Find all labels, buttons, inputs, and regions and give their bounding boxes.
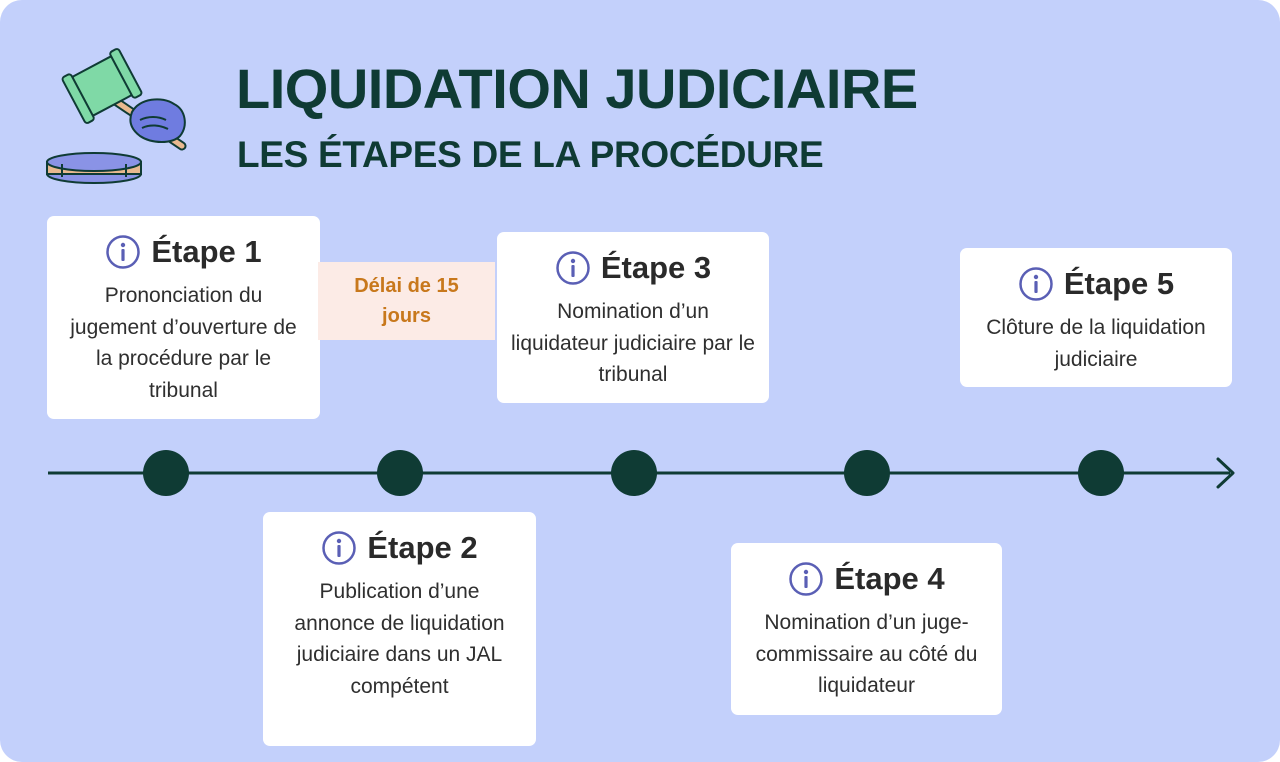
step-description: Publication d’une annonce de liquidation… (294, 580, 505, 698)
step-title: Étape 5 (1063, 266, 1175, 301)
step-title: Étape 4 (834, 561, 945, 596)
info-icon (322, 531, 357, 565)
timeline-dot-5 (1078, 450, 1124, 496)
info-icon (789, 562, 824, 596)
step-description: Prononciation du jugement d’ouverture de… (70, 284, 297, 402)
info-icon (556, 251, 590, 285)
timeline-dot-2 (377, 450, 423, 496)
page-title: LIQUIDATION JUDICIAIRE (236, 57, 918, 120)
page-subtitle: LES ÉTAPES DE LA PROCÉDURE (237, 134, 824, 175)
info-icon (1019, 267, 1053, 301)
timeline-dot-1 (143, 450, 189, 496)
step-title: Étape 1 (151, 234, 262, 269)
delay-label: Délai de 15 jours (354, 275, 459, 327)
info-icon (106, 235, 141, 269)
step-card-5: Étape 5 Clôture de la liquidation judici… (960, 248, 1232, 387)
step-card-2: Étape 2 Publication d’une annonce de liq… (263, 512, 536, 746)
delay-badge: Délai de 15 jours (318, 262, 495, 340)
gavel-icon (46, 48, 187, 184)
step-description: Nomination d’un juge-commissaire au côté… (755, 611, 978, 697)
step-title: Étape 2 (367, 530, 478, 565)
step-description: Nomination d’un liquidateur judiciaire p… (511, 300, 755, 386)
step-card-4: Étape 4 Nomination d’un juge-commissaire… (731, 543, 1002, 715)
timeline-dot-3 (611, 450, 657, 496)
step-title: Étape 3 (600, 250, 712, 285)
step-description: Clôture de la liquidation judiciaire (986, 316, 1206, 371)
timeline-arrow-icon (1216, 457, 1235, 489)
timeline-dot-4 (844, 450, 890, 496)
timeline (48, 450, 1235, 496)
step-card-3: Étape 3 Nomination d’un liquidateur judi… (497, 232, 769, 403)
step-card-1: Étape 1 Prononciation du jugement d’ouve… (47, 216, 320, 419)
